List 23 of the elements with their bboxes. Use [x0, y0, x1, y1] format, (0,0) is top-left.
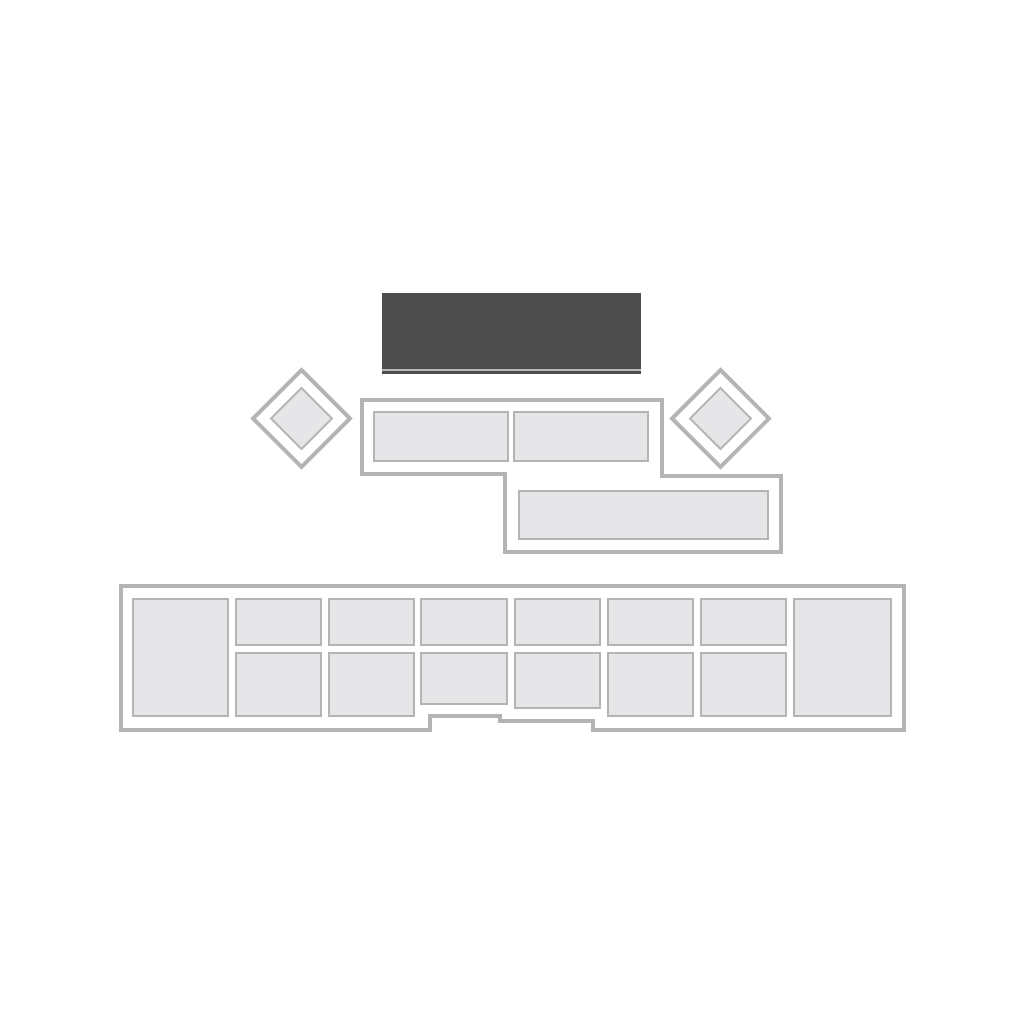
seating-section: [518, 490, 769, 540]
seating-section: [132, 598, 229, 717]
seating-section: [514, 598, 601, 646]
seating-section: [700, 652, 787, 717]
seating-section: [328, 598, 415, 646]
seating-section: [373, 411, 509, 462]
seating-section: [235, 652, 322, 717]
stage-block: [382, 293, 641, 374]
seating-section: [793, 598, 892, 717]
seating-section: [607, 652, 694, 717]
seating-section: [607, 598, 694, 646]
seating-section: [420, 652, 508, 705]
seating-section: [700, 598, 787, 646]
section-outline: [670, 368, 771, 469]
seating-section: [689, 387, 752, 450]
seating-section: [420, 598, 508, 646]
seating-section: [328, 652, 415, 717]
seating-section: [235, 598, 322, 646]
seating-section: [514, 652, 601, 709]
seating-section: [270, 387, 333, 450]
section-outline: [251, 368, 352, 469]
section-outline: [119, 584, 906, 732]
seating-section: [513, 411, 649, 462]
